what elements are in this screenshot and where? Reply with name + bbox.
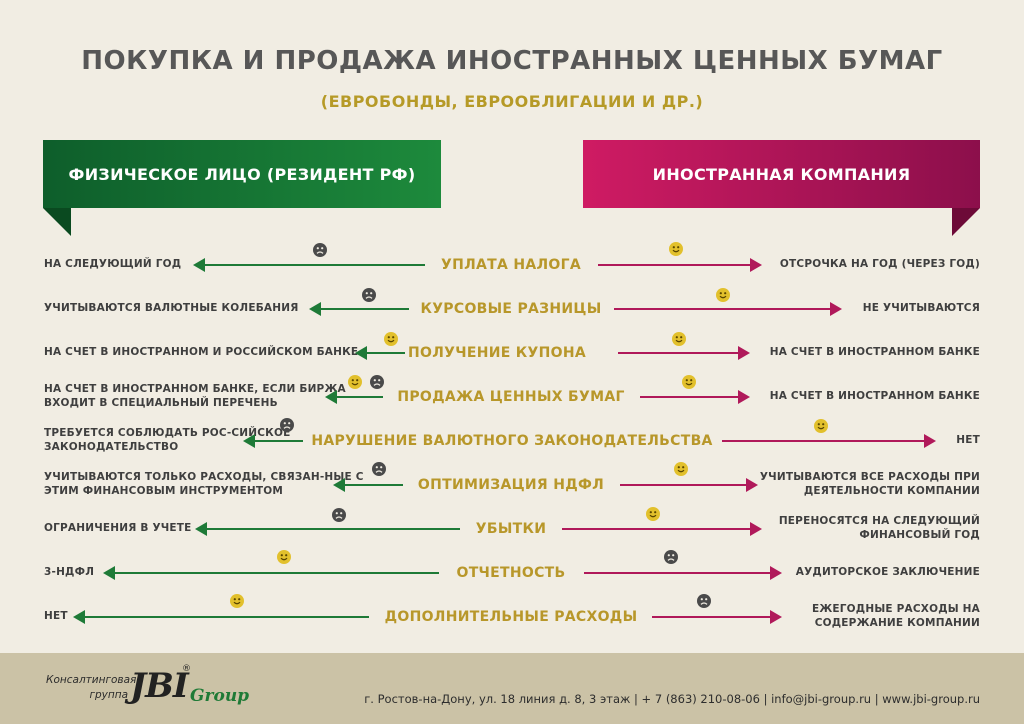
footer-contact: г. Ростов-на-Дону, ул. 18 линия д. 8, 3 … (364, 692, 980, 706)
resident-value: 3-НДФЛ (44, 566, 95, 579)
resident-value: НА СЧЕТ В ИНОСТРАННОМ И РОССИЙСКОМ БАНКЕ (44, 346, 359, 359)
comparison-row: НЕТ ЕЖЕГОДНЫЕ РАСХОДЫ НА СОДЕРЖАНИЕ КОМПА… (0, 595, 1024, 639)
left-arrow (333, 478, 403, 492)
footer (0, 653, 1024, 724)
comparison-row: ТРЕБУЕТСЯ СОБЛЮДАТЬ РОС-СИЙСКОЕ ЗАКОНОДА… (0, 419, 1024, 463)
happy-face-icon (669, 242, 683, 256)
happy-face-icon (674, 462, 688, 476)
right-arrow (598, 258, 762, 272)
criterion-label: ПРОДАЖА ЦЕННЫХ БУМАГ (397, 389, 625, 405)
logo-caption-line1: Консалтинговая (46, 674, 137, 686)
comparison-row: НА СЧЕТ В ИНОСТРАННОМ БАНКЕ, ЕСЛИ БИРЖА … (0, 375, 1024, 419)
resident-value: ТРЕБУЕТСЯ СОБЛЮДАТЬ РОС-СИЙСКОЕ ЗАКОНОДА… (44, 427, 291, 453)
criterion-label: ОПТИМИЗАЦИЯ НДФЛ (417, 477, 605, 493)
resident-value: ОГРАНИЧЕНИЯ В УЧЕТЕ (44, 522, 192, 535)
foreign-company-value: ПЕРЕНОСЯТСЯ НА СЛЕДУЮЩИЙ ФИНАНСОВЫЙ ГОД (778, 515, 980, 541)
logo-caption: Консалтинговая группа (46, 673, 137, 703)
resident-value: НЕТ (44, 610, 68, 623)
foreign-company-value: АУДИТОРСКОЕ ЗАКЛЮЧЕНИЕ (795, 566, 980, 579)
logo-caption-line2: группа (89, 689, 128, 702)
criterion-label: ПОЛУЧЕНИЕ КУПОНА (408, 345, 586, 361)
left-arrow (355, 346, 405, 360)
right-arrow (640, 390, 750, 404)
comparison-row: УЧИТЫВАЮТСЯ ВАЛЮТНЫЕ КОЛЕБАНИЯ НЕ УЧИТЫВА… (0, 287, 1024, 331)
left-header-banner: ФИЗИЧЕСКОЕ ЛИЦО (РЕЗИДЕНТ РФ) (43, 140, 441, 208)
left-arrow (73, 610, 369, 624)
left-arrow (243, 434, 303, 448)
comparison-row: УЧИТЫВАЮТСЯ ТОЛЬКО РАСХОДЫ, СВЯЗАН-НЫЕ С… (0, 463, 1024, 507)
happy-face-icon (646, 507, 660, 521)
foreign-company-value: НЕТ (956, 434, 980, 447)
page-title: ПОКУПКА И ПРОДАЖА ИНОСТРАННЫХ ЦЕННЫХ БУМ… (81, 46, 943, 76)
foreign-company-value: ОТСРОЧКА НА ГОД (ЧЕРЕЗ ГОД) (779, 258, 980, 271)
right-banner-fold (952, 208, 980, 236)
right-arrow (562, 522, 762, 536)
happy-face-icon (348, 375, 362, 389)
foreign-company-value: УЧИТЫВАЮТСЯ ВСЕ РАСХОДЫ ПРИ ДЕЯТЕЛЬНОСТИ… (759, 471, 980, 497)
happy-face-icon (814, 419, 828, 433)
right-arrow (652, 610, 782, 624)
comparison-row: ОГРАНИЧЕНИЯ В УЧЕТЕ ПЕРЕНОСЯТСЯ НА СЛЕДУЮ… (0, 507, 1024, 551)
resident-value: НА СЛЕДУЮЩИЙ ГОД (44, 258, 182, 271)
right-arrow (618, 346, 750, 360)
happy-face-icon (716, 288, 730, 302)
left-banner-fold (43, 208, 71, 236)
happy-face-icon (277, 550, 291, 564)
comparison-row: НА СЛЕДУЮЩИЙ ГОД ОТСРОЧКА НА ГОД (ЧЕРЕЗ Г… (0, 243, 1024, 287)
foreign-company-value: ЕЖЕГОДНЫЕ РАСХОДЫ НА СОДЕРЖАНИЕ КОМПАНИИ (811, 603, 980, 629)
left-arrow (325, 390, 383, 404)
foreign-company-value: НА СЧЕТ В ИНОСТРАННОМ БАНКЕ (769, 390, 980, 403)
sad-face-icon (313, 243, 327, 257)
happy-face-icon (682, 375, 696, 389)
left-arrow (103, 566, 439, 580)
sad-face-icon (664, 550, 678, 564)
sad-face-icon (697, 594, 711, 608)
comparison-row: НА СЧЕТ В ИНОСТРАННОМ И РОССИЙСКОМ БАНКЕ… (0, 331, 1024, 375)
sad-face-icon (370, 375, 384, 389)
foreign-company-value: НЕ УЧИТЫВАЮТСЯ (862, 302, 980, 315)
criterion-label: УПЛАТА НАЛОГА (441, 257, 581, 273)
sad-face-icon (372, 462, 386, 476)
logo-jbi: JBI (130, 666, 189, 706)
page-subtitle: (ЕВРОБОНДЫ, ЕВРООБЛИГАЦИИ И ДР.) (320, 92, 704, 111)
right-header-banner: ИНОСТРАННАЯ КОМПАНИЯ (583, 140, 980, 208)
left-arrow (309, 302, 409, 316)
resident-value: УЧИТЫВАЮТСЯ ВАЛЮТНЫЕ КОЛЕБАНИЯ (44, 302, 299, 315)
left-header-label: ФИЗИЧЕСКОЕ ЛИЦО (РЕЗИДЕНТ РФ) (68, 164, 416, 184)
resident-value: НА СЧЕТ В ИНОСТРАННОМ БАНКЕ, ЕСЛИ БИРЖА … (44, 383, 346, 409)
sad-face-icon (332, 508, 346, 522)
comparison-row: 3-НДФЛ АУДИТОРСКОЕ ЗАКЛЮЧЕНИЕ ОТЧЕТНОСТЬ (0, 551, 1024, 595)
happy-face-icon (230, 594, 244, 608)
logo-registered-mark: ® (182, 664, 191, 674)
right-arrow (722, 434, 936, 448)
resident-value: УЧИТЫВАЮТСЯ ТОЛЬКО РАСХОДЫ, СВЯЗАН-НЫЕ С… (44, 471, 364, 497)
sad-face-icon (362, 288, 376, 302)
left-arrow (193, 258, 425, 272)
criterion-label: КУРСОВЫЕ РАЗНИЦЫ (420, 301, 602, 317)
right-arrow (614, 302, 842, 316)
right-arrow (620, 478, 758, 492)
happy-face-icon (672, 332, 686, 346)
criterion-label: НАРУШЕНИЕ ВАЛЮТНОГО ЗАКОНОДАТЕЛЬСТВА (311, 433, 713, 449)
sad-face-icon (280, 418, 294, 432)
right-arrow (584, 566, 782, 580)
foreign-company-value: НА СЧЕТ В ИНОСТРАННОМ БАНКЕ (769, 346, 980, 359)
criterion-label: ДОПОЛНИТЕЛЬНЫЕ РАСХОДЫ (384, 609, 638, 625)
logo-group: Group (190, 686, 250, 706)
happy-face-icon (384, 332, 398, 346)
left-arrow (195, 522, 460, 536)
criterion-label: УБЫТКИ (475, 521, 547, 537)
right-header-label: ИНОСТРАННАЯ КОМПАНИЯ (652, 164, 911, 184)
criterion-label: ОТЧЕТНОСТЬ (456, 565, 566, 581)
